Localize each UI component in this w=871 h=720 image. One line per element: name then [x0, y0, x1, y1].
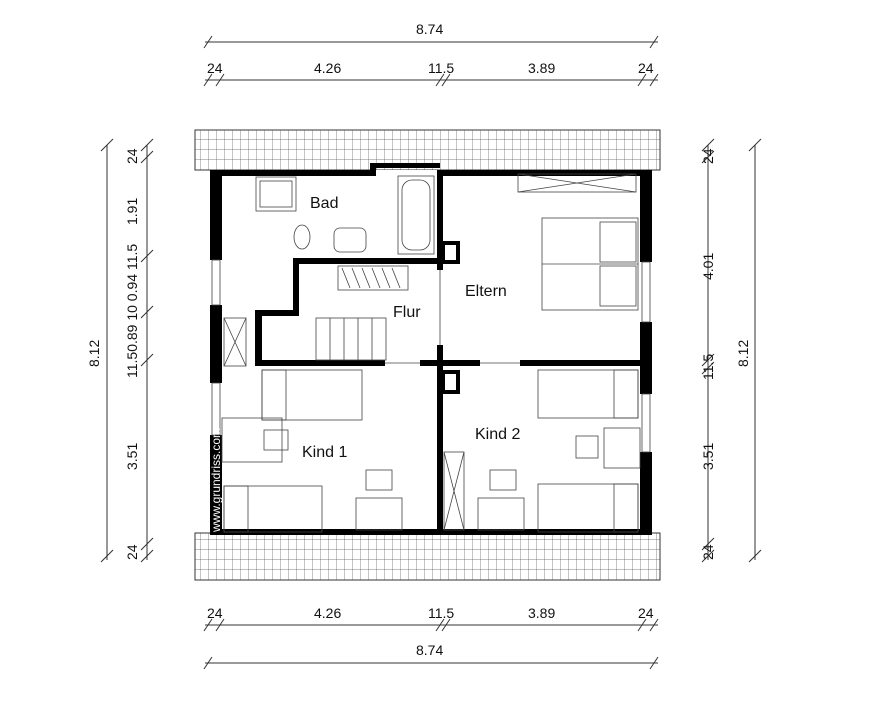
dim-left-total: 8.12 [86, 340, 102, 367]
dim-bottom-4: 3.89 [528, 605, 555, 621]
dim-left-3: 11.50.89 10 0.94 11.5 [124, 244, 140, 378]
dimension-lines [100, 35, 762, 670]
dim-bottom-5: 24 [638, 605, 654, 621]
dim-bottom-total: 8.74 [416, 642, 443, 658]
room-label-eltern: Eltern [465, 283, 507, 300]
dim-right-4: 3.51 [700, 443, 716, 470]
dim-bottom-3: 11.5 [428, 605, 454, 621]
room-label-bad: Bad [310, 195, 338, 212]
furniture [221, 173, 641, 533]
dim-top-5: 24 [638, 60, 654, 76]
roof-bottom [194, 532, 661, 581]
dim-top-4: 3.89 [528, 60, 555, 76]
dim-right-total: 8.12 [735, 340, 751, 367]
dim-top-total: 8.74 [416, 21, 443, 37]
dim-bottom-1: 24 [207, 605, 223, 621]
room-label-kind2: Kind 2 [475, 426, 520, 443]
dim-left-5: 24 [124, 544, 140, 560]
walls [210, 163, 652, 535]
dim-bottom-2: 4.26 [314, 605, 341, 621]
dim-top-2: 4.26 [314, 60, 341, 76]
dim-right-2: 4.01 [700, 253, 716, 280]
dim-right-3: 11.5 [700, 354, 716, 380]
dim-left-4: 3.51 [124, 443, 140, 470]
room-label-flur: Flur [393, 304, 421, 321]
dim-right-5: 24 [700, 544, 716, 560]
dim-top-1: 24 [207, 60, 223, 76]
room-label-kind1: Kind 1 [302, 444, 347, 461]
dim-left-2: 1.91 [124, 198, 140, 225]
watermark: www.grundriss.com [209, 428, 223, 533]
dim-top-3: 11.5 [428, 60, 454, 76]
dim-right-1: 24 [700, 148, 716, 164]
dim-left-1: 24 [124, 148, 140, 164]
